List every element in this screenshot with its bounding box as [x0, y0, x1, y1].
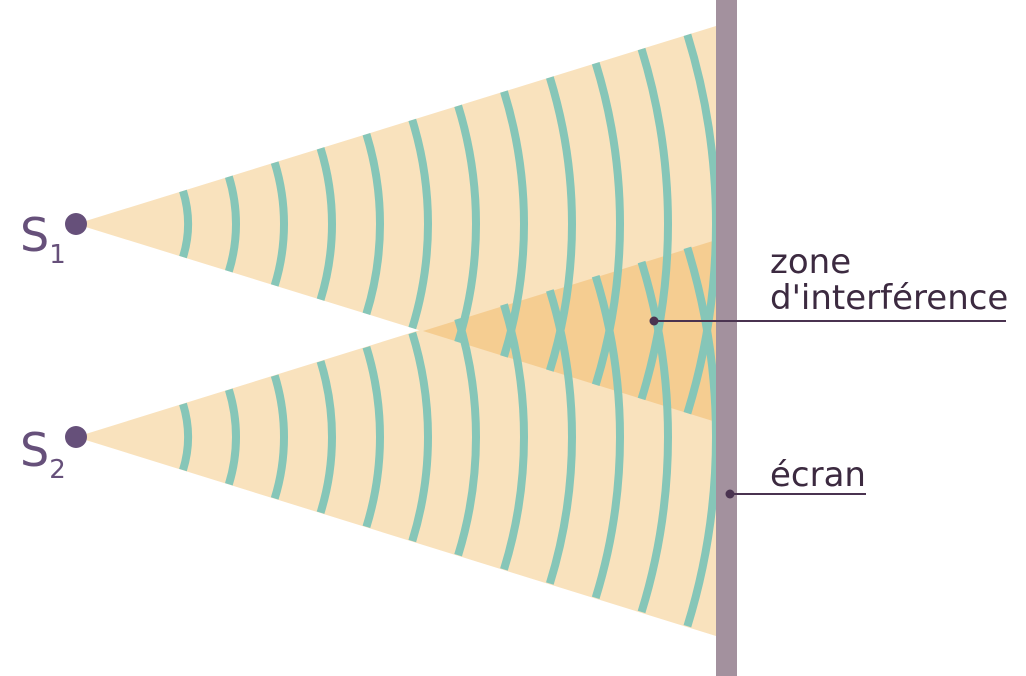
zone-label-line1: zone [770, 242, 851, 282]
waves2-arc [500, 303, 528, 571]
waves2-arc [316, 360, 336, 514]
wavefronts-source-2 [179, 246, 720, 628]
waves1-arc [316, 147, 336, 301]
waves1-arc [637, 47, 672, 401]
waves2-arc [546, 289, 576, 585]
waves2-arc [179, 402, 192, 472]
source-1-label: S1 [20, 208, 66, 270]
wavefronts-source-1 [179, 33, 720, 415]
waves1-arc [270, 161, 288, 287]
source-1-index: 1 [49, 240, 66, 270]
source-2-letter: S [20, 423, 49, 477]
zone-label-line2: d'interférence [770, 278, 1008, 318]
waves1-arc [683, 33, 720, 415]
screen-label: écran [770, 455, 866, 495]
waves2-arc [454, 317, 480, 557]
waves1-arc [454, 104, 480, 344]
source-1-letter: S [20, 208, 49, 262]
waves2-arc [225, 388, 240, 486]
waves2-arc [362, 345, 384, 529]
waves2-arc [408, 331, 432, 543]
source-1-dot [65, 213, 87, 235]
source-2-label: S2 [20, 423, 66, 485]
waves1-arc [225, 175, 240, 273]
waves2-arc [683, 246, 720, 628]
waves1-arc [179, 189, 192, 259]
screen-bar [716, 0, 737, 676]
interference-zone-region [423, 240, 716, 422]
waves2-arc [270, 374, 288, 500]
source-2-index: 2 [49, 455, 66, 485]
waves1-arc [362, 132, 384, 316]
waves1-arc [408, 118, 432, 330]
waves2-arc [637, 260, 672, 614]
waves1-arc [591, 62, 624, 386]
waves2-arc [591, 275, 624, 599]
source-2-dot [65, 426, 87, 448]
